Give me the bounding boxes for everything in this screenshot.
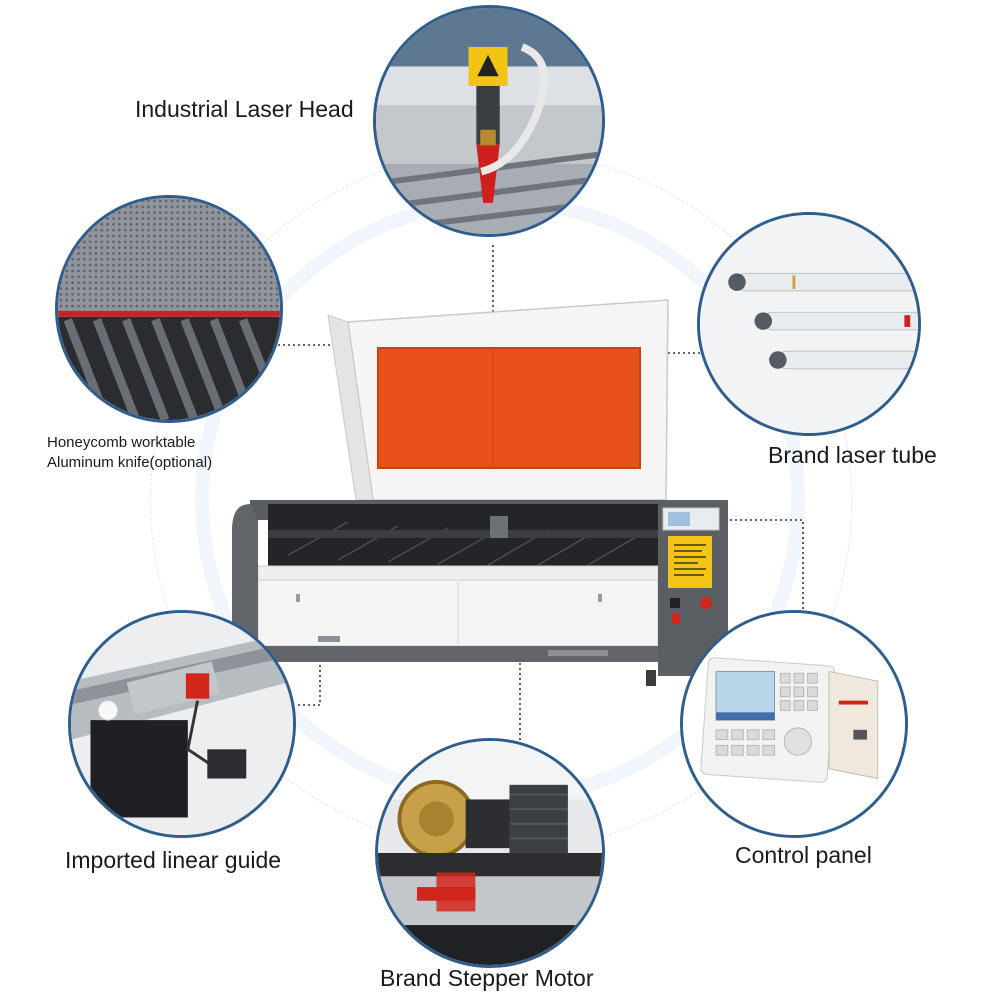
- laser-tube-label: Brand laser tube: [768, 442, 937, 468]
- laser-head-image: [376, 8, 602, 234]
- laser-tube-image: [700, 215, 918, 433]
- laser-head-label: Industrial Laser Head: [135, 96, 354, 122]
- laser-tube-1: [728, 272, 918, 292]
- worktable-label-line2: Aluminum knife(optional): [47, 454, 213, 471]
- worktable-callout: [55, 195, 283, 423]
- control-panel-image: [683, 613, 905, 835]
- control-panel-callout: [680, 610, 908, 838]
- stepper-motor-label: Brand Stepper Motor: [380, 965, 594, 991]
- laser-tube-callout: [697, 212, 921, 436]
- emergency-stop: [700, 597, 712, 609]
- stepper-motor-image: [378, 741, 602, 965]
- linear-guide-label: Imported linear guide: [65, 847, 282, 873]
- worktable-label-line1: Honeycomb worktable: [47, 434, 196, 451]
- linear-guide-callout: [68, 610, 296, 838]
- laser-tube-2: [754, 311, 918, 331]
- control-panel-label: Control panel: [735, 842, 872, 868]
- lid-window: [378, 348, 640, 468]
- honeycomb-worktable-image: [58, 198, 280, 420]
- worktable-label: Honeycomb worktable Aluminum knife(optio…: [47, 433, 212, 473]
- laser-cutting-machine: [228, 290, 738, 690]
- stepper-motor-callout: [375, 738, 605, 968]
- gantry: [268, 530, 658, 538]
- laser-tube-3: [769, 350, 918, 370]
- laser-head-callout: [373, 5, 605, 237]
- linear-guide-image: [71, 613, 293, 835]
